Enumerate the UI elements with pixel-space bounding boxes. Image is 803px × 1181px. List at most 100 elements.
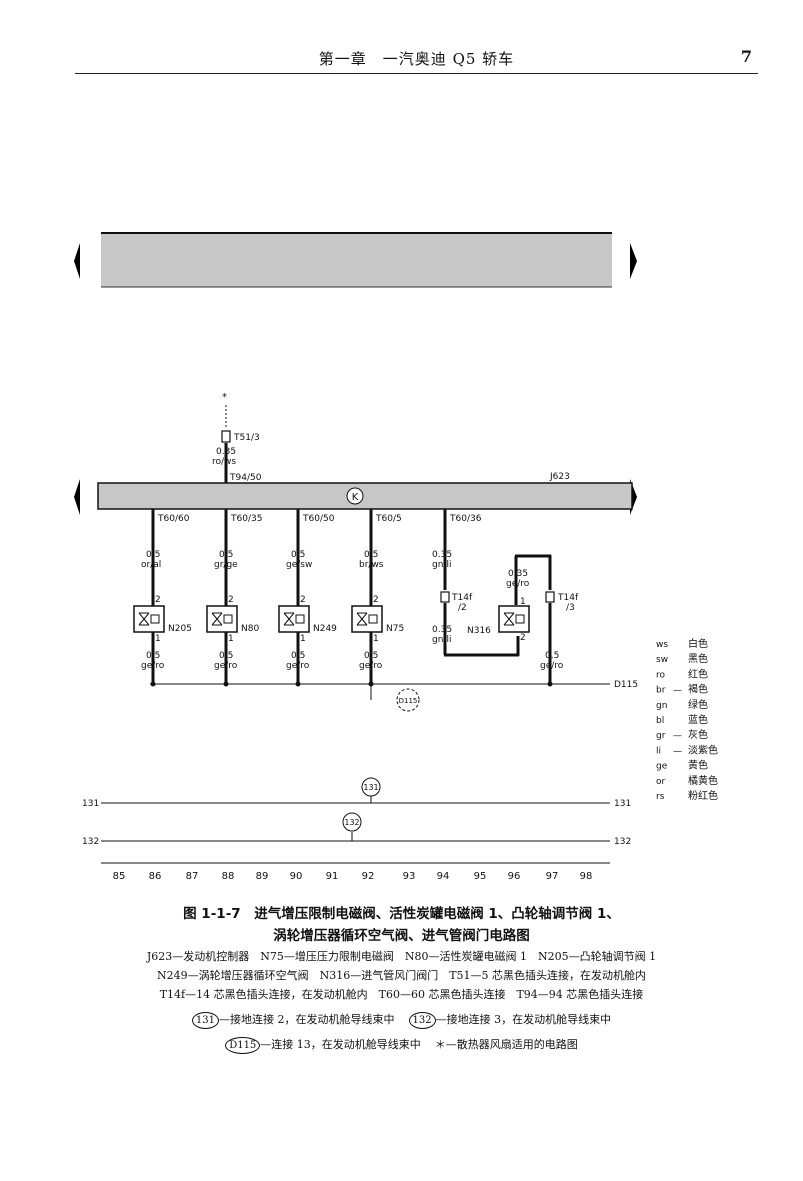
wire-gauge: 0.35 [432, 550, 452, 560]
wire-color: ge/ro [506, 579, 530, 589]
component-label: N80 [241, 624, 259, 634]
module-name: J623 [549, 472, 570, 482]
wire-gauge: 0.5 [364, 550, 378, 560]
caption-text-132: —接地连接 3，在发动机舱导线束中 [435, 1013, 612, 1026]
scale-number: 85 [113, 871, 126, 882]
arrow-right-icon[interactable] [630, 243, 637, 279]
wire-color: br/ws [359, 560, 384, 570]
wire-color: gr/ge [214, 560, 238, 570]
legend-name: 粉红色 [688, 789, 718, 802]
wire-color: gn/li [432, 560, 451, 570]
n316-branch: T60/36 0.35 gn/li T14f /2 0.35 gn/li 2 N… [432, 509, 579, 687]
page-header: 第一章 一汽奥迪 Q5 轿车 7 [75, 40, 758, 74]
bus-label: 131 [614, 799, 631, 809]
legend-name: 灰色 [688, 728, 708, 741]
connector-t14f-2 [440, 591, 450, 603]
pin-number: 2 [155, 595, 161, 605]
legend-name: 黄色 [688, 759, 708, 772]
caption-line-3: T14f—14 芯黑色插头连接，在发动机舱内 T60—60 芯黑色插头连接 T9… [159, 988, 644, 1001]
page-number: 7 [740, 47, 752, 66]
scale-number: 96 [508, 871, 521, 882]
legend-code: bl [656, 716, 664, 726]
scale-number: 91 [326, 871, 339, 882]
pin-number: 2 [373, 595, 379, 605]
wire-gauge: 0.5 [219, 550, 233, 560]
wire-gauge: 0.5 [364, 651, 378, 661]
module-symbol-letter: K [352, 492, 359, 503]
scale-number: 93 [403, 871, 416, 882]
caption-line-5: D115—连接 13，在发动机舱导线束中 ＊—散热器风扇适用的电路图 [70, 1035, 733, 1054]
wire-gauge: 0.5 [219, 651, 233, 661]
legend-separator: — [673, 686, 682, 696]
scale-number: 88 [222, 871, 235, 882]
pin-number: 2 [520, 633, 526, 643]
pin-number: 1 [300, 634, 306, 644]
wire-gauge: 0.5 [146, 651, 160, 661]
connection-d115-symbol: D115 [225, 1037, 261, 1054]
caption-line-4: 131—接地连接 2，在发动机舱导线束中 132—接地连接 3，在发动机舱导线束… [70, 1010, 733, 1029]
legend-name: 黑色 [688, 652, 708, 665]
wire-gauge: 0.35 [432, 625, 452, 635]
wire-color: ge/ro [359, 661, 383, 671]
bus-label: 131 [82, 799, 99, 809]
pin-number: 1 [228, 634, 234, 644]
wiring-diagram: * T51/3 0.35 ro/ws T94/50 J623 K T60/600… [74, 232, 718, 882]
connector-label: T14f [451, 593, 473, 603]
arrow-left-icon[interactable] [74, 243, 80, 279]
connection-d115-label: D115 [399, 697, 418, 705]
legend-separator: — [673, 731, 682, 741]
legend-name: 红色 [688, 667, 708, 680]
connector-label: T60/50 [302, 514, 335, 524]
wire-gauge: 0.5 [146, 550, 160, 560]
scale-number: 92 [362, 871, 375, 882]
component-label: N205 [168, 624, 192, 634]
legend-code: gr [656, 731, 666, 741]
ground-131-symbol: 131 [191, 1012, 219, 1029]
arrow-left-icon[interactable] [74, 479, 80, 515]
legend-code: ro [656, 670, 666, 680]
pin-number: 1 [520, 597, 526, 607]
caption-line-1: J623—发动机控制器 N75—增压压力限制电磁阀 N80—活性炭罐电磁阀 1 … [146, 950, 657, 963]
wire-color: ge/sw [286, 560, 312, 570]
scale-number: 86 [149, 871, 162, 882]
wire-gauge: 0.5 [291, 651, 305, 661]
legend-name: 蓝色 [688, 713, 708, 726]
legend-code: or [656, 777, 666, 787]
caption-text-d115: —连接 13，在发动机舱导线束中 [260, 1038, 421, 1051]
legend-code: ws [656, 640, 668, 650]
wire-color: ge/ro [141, 661, 165, 671]
wire-color: ge/ro [286, 661, 310, 671]
wire-gauge: 0.5 [291, 550, 305, 560]
legend-name: 淡紫色 [688, 743, 718, 756]
pin-number: 2 [228, 595, 234, 605]
connector-label: T60/60 [157, 514, 190, 524]
legend-code: li [656, 746, 661, 756]
module-symbol [346, 487, 364, 505]
wire-color: ro/ws [212, 457, 236, 467]
connector-label: T60/5 [375, 514, 402, 524]
ground-132-symbol: 132 [408, 1012, 436, 1029]
caption-title-1: 图 1-1-7 进气增压限制电磁阀、活性炭罐电磁阀 1、凸轮轴调节阀 1、 [183, 906, 620, 922]
bus-label: D115 [614, 680, 638, 690]
caption-line-2: N249—涡轮增压器循环空气阀 N316—进气管风门阀门 T51—5 芯黑色插头… [156, 969, 647, 982]
wire-color: ge/ro [540, 661, 564, 671]
legend-code: rs [656, 792, 665, 802]
pin-number: 2 [300, 595, 306, 605]
connection-d115-symbol [396, 688, 420, 712]
legend-code: gn [656, 701, 667, 711]
wire-color: or/al [141, 560, 161, 570]
component-label: N249 [313, 624, 337, 634]
component-label: N75 [386, 624, 404, 634]
valve-n249 [278, 605, 310, 633]
scale-number: 97 [546, 871, 559, 882]
scale-number: 89 [256, 871, 269, 882]
bus-label: 132 [614, 837, 631, 847]
wire-gauge: 0.5 [545, 651, 559, 661]
legend-code: ge [656, 762, 668, 772]
legend-name: 绿色 [688, 698, 708, 711]
